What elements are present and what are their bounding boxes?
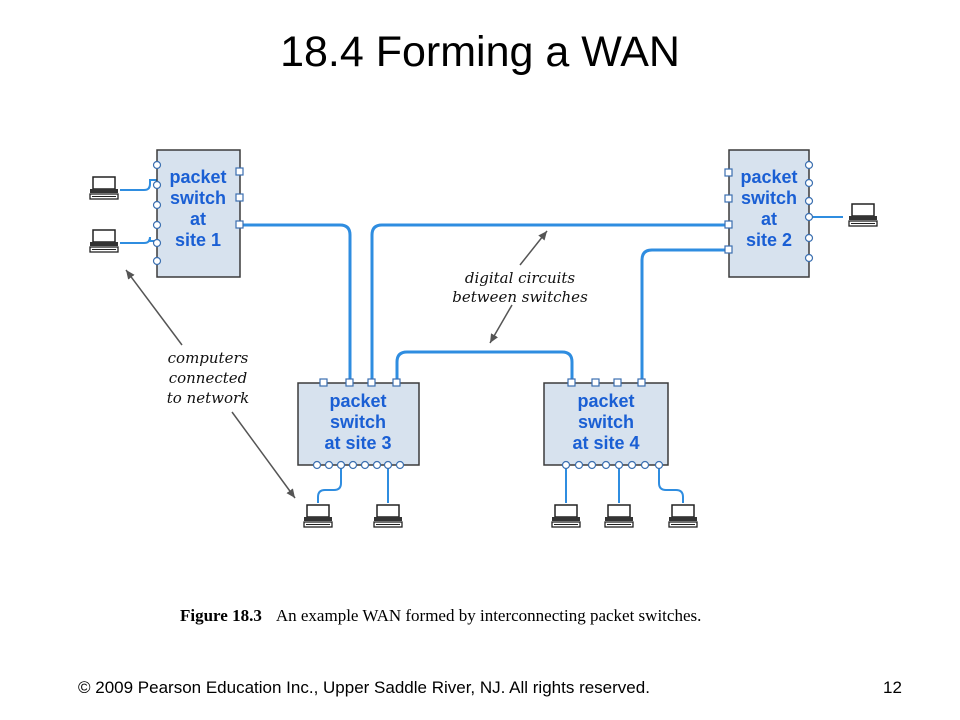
computer-icon <box>848 203 878 227</box>
computer-icon <box>604 504 634 528</box>
computer-icon <box>373 504 403 528</box>
figure-caption: Figure 18.3 An example WAN formed by inte… <box>180 606 701 626</box>
annotation-arrows <box>125 230 548 499</box>
computer-icon <box>89 229 119 253</box>
access-line-pc4 <box>317 468 342 503</box>
switch-label-line: switch <box>330 412 386 432</box>
page-number: 12 <box>883 678 902 697</box>
switch-label-line: packet <box>169 167 226 187</box>
access-line-pc1 <box>120 179 157 191</box>
switch-label-line: packet <box>329 391 386 411</box>
packet-switch-site-4: packet switch at site 4 <box>543 378 669 470</box>
packet-switch-site-2: packet switch at site 2 <box>724 149 814 278</box>
switch-label-line: packet <box>577 391 634 411</box>
switch-label-line: at <box>761 209 777 229</box>
arrow-to-circuit-top <box>519 230 548 266</box>
switch-label-line: switch <box>578 412 634 432</box>
switch-label-line: switch <box>741 188 797 208</box>
packet-switch-site-1: packet switch at site 1 <box>152 149 244 278</box>
arrow-to-computer-top <box>125 269 183 346</box>
arrow-to-computer-bottom <box>231 411 296 499</box>
annotation-circuits-line: between switches <box>452 288 588 306</box>
circuit-lines <box>240 223 725 383</box>
computer-icon <box>551 504 581 528</box>
access-line-pc8 <box>658 468 684 503</box>
annotation-computers-line: computers <box>168 349 249 367</box>
switch-label-line: site 1 <box>175 230 221 250</box>
footer-copyright: © 2009 Pearson Education Inc., Upper Sad… <box>78 678 650 697</box>
arrow-to-circuit-middle <box>489 304 513 344</box>
switch-label-line: switch <box>170 188 226 208</box>
annotation-computers-line: connected <box>169 369 248 387</box>
figure-number: Figure 18.3 <box>180 606 262 625</box>
annotation-circuits-line: digital circuits <box>465 269 576 287</box>
computer-icon <box>668 504 698 528</box>
switch-label-line: at site 3 <box>324 433 391 453</box>
slide-title: 18.4 Forming a WAN <box>280 28 680 76</box>
access-line-pc2 <box>120 236 157 244</box>
access-lines <box>120 179 843 503</box>
switch-label-line: packet <box>740 167 797 187</box>
circuit-site2-site4 <box>640 248 725 383</box>
figure-caption-text: An example WAN formed by interconnecting… <box>275 606 702 625</box>
circuit-site2-site3 <box>370 223 725 383</box>
circuit-site3-site4 <box>395 350 574 383</box>
computer-icon <box>303 504 333 528</box>
computer-icon <box>89 176 119 200</box>
switch-label-line: at site 4 <box>572 433 639 453</box>
packet-switch-site-3: packet switch at site 3 <box>297 378 420 470</box>
circuit-site1-site3 <box>240 223 352 383</box>
annotation-computers-line: to network <box>167 389 250 407</box>
switch-label-line: at <box>190 209 206 229</box>
switch-label-line: site 2 <box>746 230 792 250</box>
